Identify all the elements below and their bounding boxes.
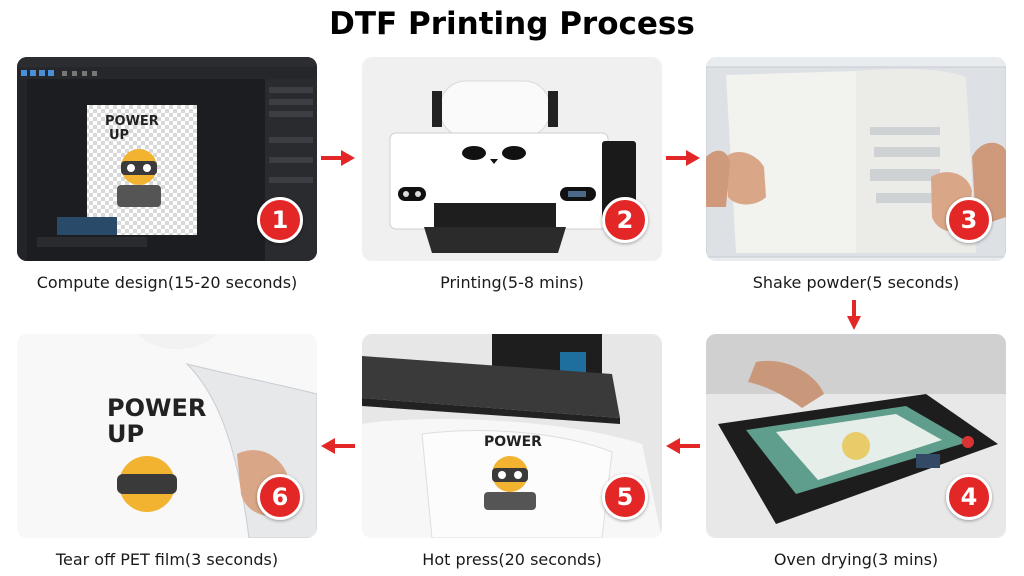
step-1-badge: 1 [257,197,303,243]
step-4-caption: Oven drying(3 mins) [773,550,939,569]
artwork-text-small: POWER [105,114,159,129]
artwork-text-shirt: POWER [107,394,206,422]
step-4-image: 4 [706,334,1006,538]
design-software-screenshot: POWER UP [17,57,317,261]
right-arrow-icon [321,150,355,166]
step-2-badge: 2 [602,197,648,243]
step-5-caption: Hot press(20 seconds) [422,550,602,569]
svg-text:UP: UP [107,420,144,448]
step-3-image: 3 [706,57,1006,261]
step-1-image: POWER UP 1 [17,57,317,261]
step-3-badge: 3 [946,197,992,243]
down-arrow-icon [847,300,861,330]
step-5-image: POWER 5 [362,334,662,538]
artwork-text-press: POWER [484,434,542,450]
step-4-badge: 4 [946,474,992,520]
step-6-badge: 6 [257,474,303,520]
page-title: DTF Printing Process [329,6,695,42]
svg-text:UP: UP [109,128,129,143]
left-arrow-icon [666,438,700,454]
right-arrow-icon [666,150,700,166]
left-arrow-icon [321,438,355,454]
step-6-caption: Tear off PET film(3 seconds) [55,550,279,569]
step-1-caption: Compute design(15-20 seconds) [36,273,298,292]
step-2-caption: Printing(5-8 mins) [440,273,584,292]
step-5-badge: 5 [602,474,648,520]
step-2-image: 2 [362,57,662,261]
step-3-caption: Shake powder(5 seconds) [752,273,960,292]
step-6-image: POWER UP 6 [17,334,317,538]
